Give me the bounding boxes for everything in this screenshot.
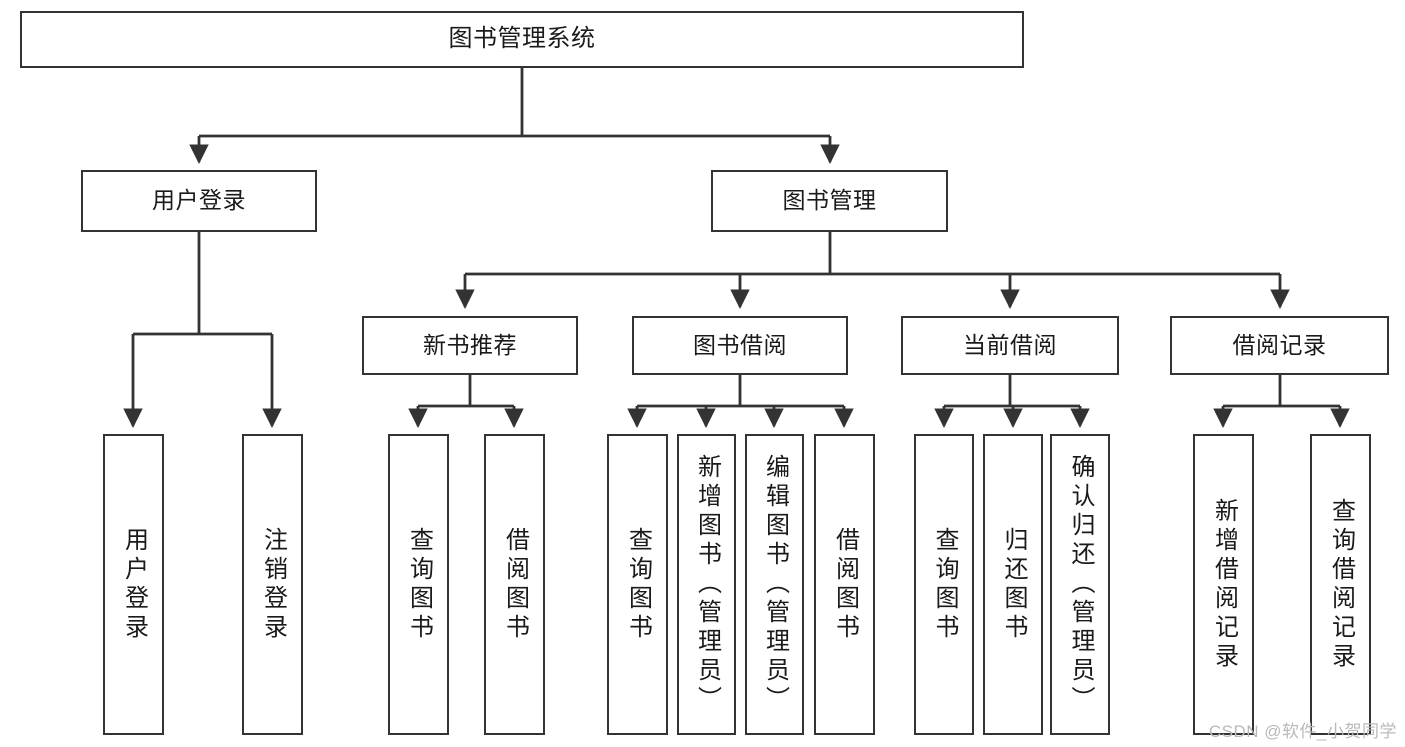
- node-leaf-query-book-2-label: 查询图书: [624, 526, 652, 643]
- node-leaf-user-logout[interactable]: 注销登录: [242, 434, 303, 735]
- node-leaf-confirm-return[interactable]: 确认归还（管理员）: [1050, 434, 1110, 735]
- node-leaf-query-record[interactable]: 查询借阅记录: [1310, 434, 1371, 735]
- node-new-book-recommend-label: 新书推荐: [423, 331, 517, 358]
- node-new-book-recommend[interactable]: 新书推荐: [362, 316, 578, 375]
- node-root[interactable]: 图书管理系统: [20, 11, 1024, 68]
- node-leaf-add-record[interactable]: 新增借阅记录: [1193, 434, 1254, 735]
- node-leaf-user-login-label: 用户登录: [120, 526, 148, 643]
- node-leaf-return-book-label: 归还图书: [1000, 526, 1027, 643]
- node-leaf-borrow-book-2-label: 借阅图书: [831, 526, 859, 643]
- node-book-borrow-label: 图书借阅: [693, 331, 787, 358]
- node-leaf-borrow-book-1[interactable]: 借阅图书: [484, 434, 545, 735]
- node-leaf-edit-book[interactable]: 编辑图书（管理员）: [745, 434, 804, 735]
- node-book-manage-label: 图书管理: [782, 187, 877, 214]
- node-current-borrow-label: 当前借阅: [963, 331, 1057, 358]
- node-leaf-query-book-3-label: 查询图书: [931, 526, 958, 643]
- node-leaf-add-book-label: 新增图书（管理员）: [693, 454, 721, 715]
- node-leaf-query-book-2[interactable]: 查询图书: [607, 434, 668, 735]
- csdn-watermark: CSDN @软件_小贺同学: [1208, 722, 1397, 741]
- node-borrow-record-label: 借阅记录: [1232, 331, 1327, 358]
- node-book-manage[interactable]: 图书管理: [711, 170, 948, 232]
- node-current-borrow[interactable]: 当前借阅: [901, 316, 1119, 375]
- node-leaf-query-book-1-label: 查询图书: [405, 526, 433, 643]
- node-borrow-record[interactable]: 借阅记录: [1170, 316, 1389, 375]
- node-leaf-confirm-return-label: 确认归还（管理员）: [1067, 454, 1094, 715]
- node-leaf-return-book[interactable]: 归还图书: [983, 434, 1043, 735]
- node-leaf-user-logout-label: 注销登录: [259, 526, 287, 643]
- node-leaf-add-book[interactable]: 新增图书（管理员）: [677, 434, 736, 735]
- node-leaf-edit-book-label: 编辑图书（管理员）: [761, 454, 789, 715]
- node-leaf-borrow-book-1-label: 借阅图书: [501, 526, 529, 643]
- node-leaf-add-record-label: 新增借阅记录: [1210, 497, 1238, 672]
- node-root-label: 图书管理系统: [448, 25, 596, 53]
- node-leaf-query-book-1[interactable]: 查询图书: [388, 434, 449, 735]
- node-leaf-user-login[interactable]: 用户登录: [103, 434, 164, 735]
- node-leaf-query-record-label: 查询借阅记录: [1327, 497, 1355, 672]
- node-user-login[interactable]: 用户登录: [81, 170, 317, 232]
- node-leaf-query-book-3[interactable]: 查询图书: [914, 434, 974, 735]
- node-user-login-label: 用户登录: [152, 187, 246, 214]
- node-leaf-borrow-book-2[interactable]: 借阅图书: [814, 434, 875, 735]
- node-book-borrow[interactable]: 图书借阅: [632, 316, 848, 375]
